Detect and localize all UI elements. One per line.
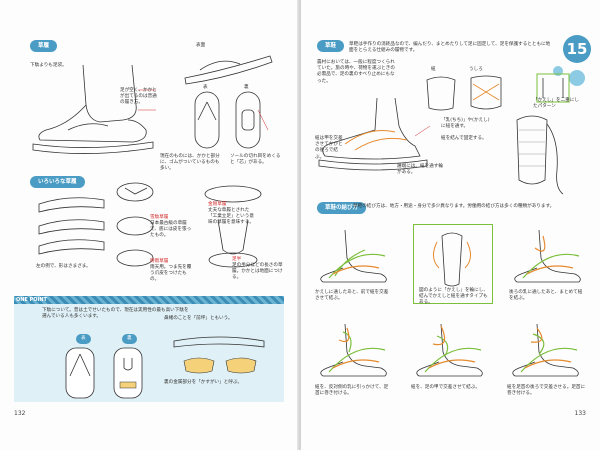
one-point-sub-back: 裏: [122, 334, 137, 344]
one-point-note2: 裏の金属部分を「かすがい」と呼ぶ。: [164, 380, 243, 385]
note-bottom: 現在のものには、かかと部分に、ゴムがついているものも多い。: [160, 154, 220, 172]
note-toe: 下駄よりも足袋。: [30, 63, 67, 68]
decor-dot: [553, 66, 563, 76]
page-number-left: 132: [14, 410, 26, 417]
section-header-zori: 草履: [30, 40, 58, 52]
zori-variants-illustration: [38, 197, 105, 255]
waraji-small-views: [426, 75, 502, 111]
one-point-sub-front: 表: [76, 334, 91, 344]
straw-sandal-illustration: [204, 185, 262, 268]
geta-side-illustration: [173, 336, 265, 374]
book-gutter: [297, 0, 303, 450]
label-front: 表: [203, 85, 208, 90]
label-mid1: 雪駄草履: [150, 215, 169, 220]
note-sole: ソールの切れ目をめくると「芯」がある。: [230, 154, 281, 166]
note-mid3: 雨天用。つま先を覆う爪皮をつけたもの。: [150, 265, 192, 283]
note-mid1: 日本最古級の草履で、底には皮を張ったもの。: [150, 221, 192, 239]
caption-5: 紐を、足の甲で交差させて結ぶ。: [411, 385, 480, 390]
note-knot: 紐を結んで固定する。: [441, 136, 487, 141]
page-number-right: 133: [574, 410, 586, 417]
zori-sole-views: [194, 91, 269, 149]
howto-intro: 草鞋の結び方は、地方・用途・身分で多少異なります。労働用の結び方は多くの種類があ…: [353, 204, 555, 209]
note-chichi: 「乳(ちち)」や(かえし)に紐を通す。: [441, 118, 490, 130]
label-top-view: 表面: [196, 43, 206, 48]
tying-step-6: [512, 323, 579, 377]
waraji-rope-illustration: [516, 115, 564, 195]
caption-2: 図のように「かえし」を輪にし、結んでかえしと紐を通すタイプもある。: [419, 288, 488, 306]
waraji-foot-illustration: [318, 97, 431, 171]
one-point-label: ONE POINT: [16, 297, 47, 303]
one-point-note1: 鼻緒のことを「前坪」ともいう。: [164, 316, 233, 321]
caption-6: 紐を足首の後ろで交差させる。足首に巻き付ける。: [507, 385, 586, 397]
note-r1: 丈夫な草履とされた「工業立足」という意味の草履を意味する。: [208, 208, 254, 226]
note-side: 足が空く、かかとが出てるのは普通の履き方。: [120, 88, 157, 106]
note-r3: 足の半分ほどの長さの草履。かかとは地面につける。: [232, 263, 283, 281]
section-header-waraji: 草鞋: [317, 40, 345, 52]
detail-frame: [413, 224, 493, 304]
label-kaeshi: 「かえし」を二重にしたパターン: [533, 98, 579, 110]
note-a: 農村においては、一般に程度つくられていた。旅の時や、荷物を運ぶときの必需品で、足…: [317, 60, 395, 84]
note-heel: 紐は甲を交差させてかかとの後ろで結ぶ。: [315, 136, 343, 160]
label-back: 裏: [244, 85, 249, 90]
tying-step-1: [320, 229, 387, 283]
decor-dot: [569, 70, 585, 86]
one-point-box: ONE POINT 下駄について。昔は土でせいたもので、現在は実用性の最も高い下…: [14, 296, 284, 402]
section-header-various: いろいろな草履: [30, 176, 85, 188]
page-badge: 15: [563, 35, 591, 63]
tying-step-3: [514, 229, 581, 283]
zori-side-view: [184, 55, 273, 85]
caption-4: 紐を、反対側の乳に引っかけて、足首に巻き付ける。: [315, 385, 389, 397]
label-sole: 紐: [431, 67, 436, 72]
note-toe-ring: 踵端には、紐を通す輪がある。: [397, 164, 443, 176]
tying-step-4: [320, 323, 387, 377]
section-header-howto: 草鞋の結び方: [317, 202, 367, 214]
foot-zori-illustration: [32, 64, 156, 154]
one-point-header-bar: [14, 296, 284, 304]
geta-variants-illustration: [116, 182, 154, 267]
tying-step-5: [416, 323, 483, 377]
caption-3: 後ろの乳に通したあと、まとめて紐を結ぶ。: [509, 290, 583, 302]
caption-1: かえしに通したあと、前で紐を交差させて結ぶ。: [315, 290, 389, 302]
intro-text: 草鞋は手作りの消耗品なので、編んだり、まとめたりして足に固定して、足を保護すると…: [349, 42, 551, 54]
label-r1: 金剛草履: [208, 202, 227, 207]
left-page: 草履 下駄よりも足袋。 足が空く、かかとが出てるのは普通の履き方。 表面 表 裏…: [0, 0, 299, 450]
label-back-view: うしろ: [469, 67, 483, 72]
note-left: 左の例で、形はさまざま。: [36, 264, 91, 269]
label-r3: 足半: [232, 257, 242, 262]
tying-detail: [433, 232, 471, 287]
kaeshi-illustration: [536, 73, 570, 103]
one-point-text: 下駄について。昔は土でせいたもので、現在は実用性の最も高い下駄を選んでいる人も多…: [42, 308, 189, 320]
label-mid3: 時雨草履: [150, 259, 169, 264]
geta-front-back-illustration: [65, 347, 143, 399]
right-page: 草鞋 草鞋は手作りの消耗品なので、編んだり、まとめたりして足に固定して、足を保護…: [301, 0, 600, 450]
